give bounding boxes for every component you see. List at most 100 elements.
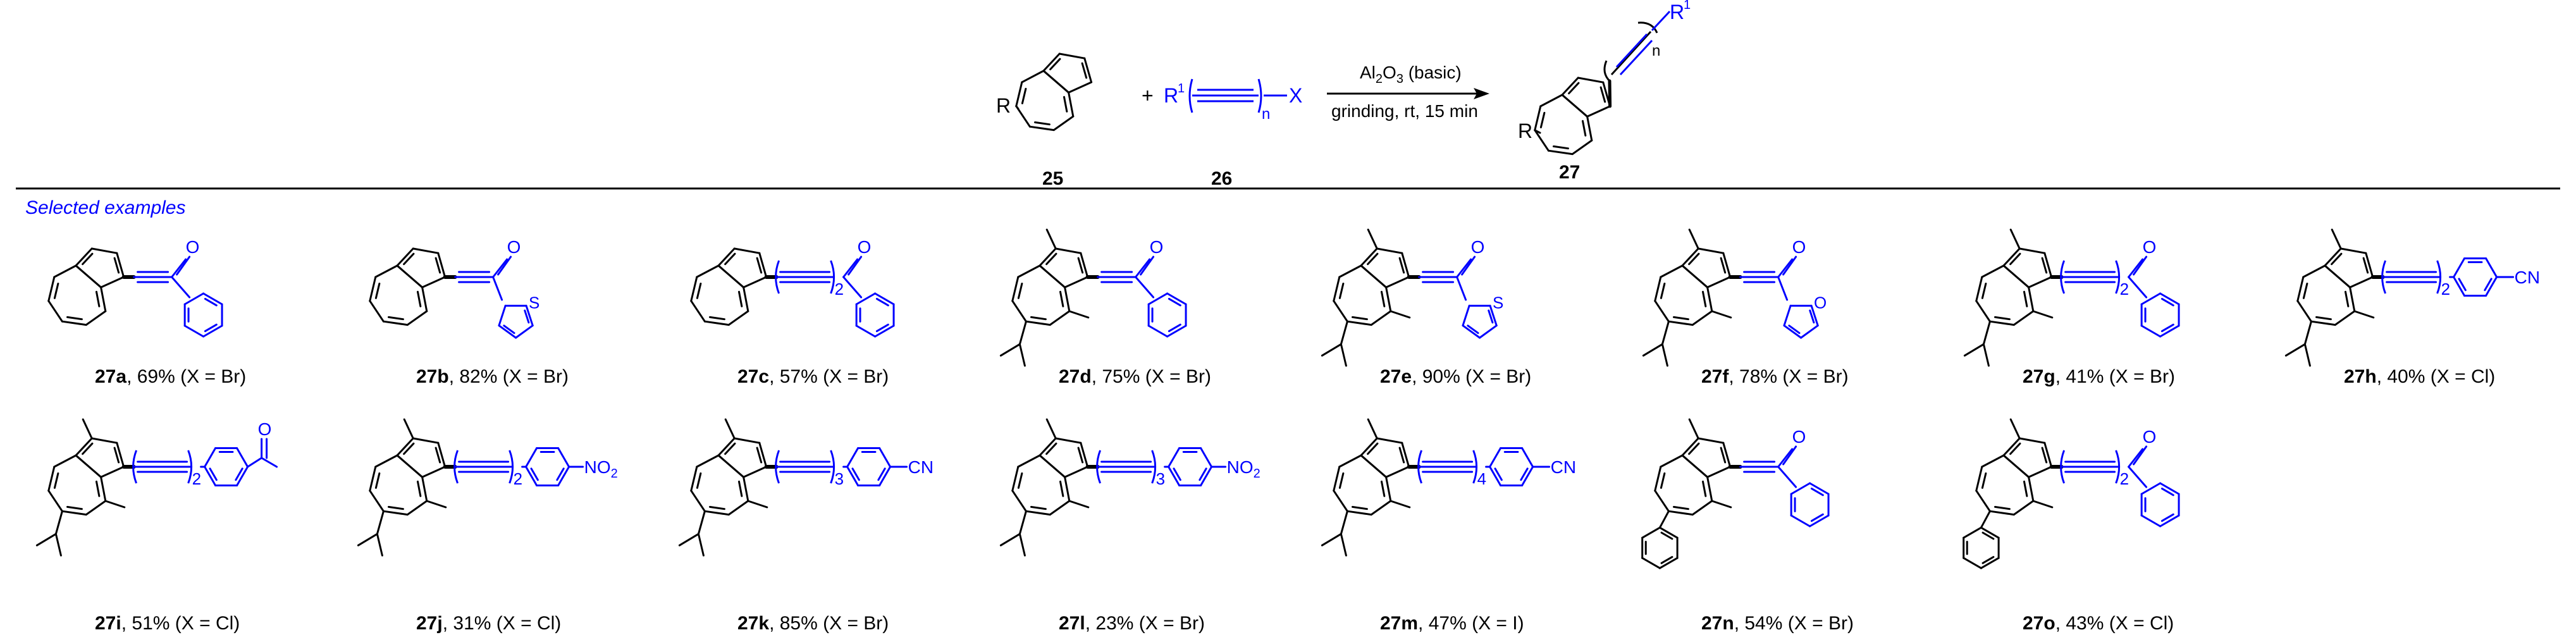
compound-number: 27m bbox=[1380, 613, 1418, 634]
example-caption: 27f, 78% (X = Br) bbox=[1701, 366, 1849, 387]
example-27k: 3 CN 27k, 85% (X = Br) bbox=[678, 418, 934, 634]
scheme-reactant-r-label: R bbox=[996, 94, 1011, 117]
yield-text: , 40% (X = Cl) bbox=[2377, 366, 2496, 387]
repeat-count-label: 4 bbox=[1477, 469, 1486, 488]
example-caption: 27e, 90% (X = Br) bbox=[1380, 366, 1531, 387]
example-caption: 27j, 31% (X = Cl) bbox=[416, 613, 561, 634]
yield-text: , 47% (X = I) bbox=[1418, 613, 1524, 634]
reagent-n-label: n bbox=[1262, 106, 1270, 123]
thiophene-sulfur-label: S bbox=[1493, 293, 1503, 312]
reagent-r-superscript: 1 bbox=[1178, 82, 1185, 96]
carbonyl-oxygen-label: O bbox=[1792, 237, 1806, 257]
scheme-product-alkyne: n R 1 bbox=[1603, 0, 1691, 82]
repeat-count-label: 2 bbox=[514, 469, 522, 488]
carbonyl-oxygen-label: O bbox=[1792, 427, 1806, 447]
section-title: Selected examples bbox=[25, 197, 185, 218]
example-27j: 2 NO2 27j, 31% (X = Cl) bbox=[357, 418, 618, 634]
example-caption: 27d, 75% (X = Br) bbox=[1059, 366, 1211, 387]
example-27c: 2 O 27c, 57% (X = Br) bbox=[690, 237, 895, 387]
repeat-count-label: 2 bbox=[2120, 280, 2129, 299]
cyano-label: CN bbox=[2515, 268, 2540, 287]
compound-number: 27j bbox=[416, 613, 443, 634]
example-caption: 27o, 43% (X = Cl) bbox=[2023, 613, 2174, 634]
repeat-count-label: 3 bbox=[835, 469, 844, 488]
yield-text: , 57% (X = Br) bbox=[769, 366, 889, 387]
repeat-count-label: 2 bbox=[835, 280, 844, 299]
compound-number: 27g bbox=[2023, 366, 2055, 387]
carbonyl-oxygen-label: O bbox=[1150, 237, 1164, 257]
compound-number: 27k bbox=[737, 613, 769, 634]
compound-number: 27l bbox=[1059, 613, 1085, 634]
carbonyl-oxygen-label: O bbox=[2143, 427, 2157, 447]
example-27n: O 27n, 54% (X = Br) bbox=[1641, 418, 1854, 634]
yield-text: , 23% (X = Br) bbox=[1085, 613, 1205, 634]
thiophene-sulfur-label: S bbox=[529, 293, 539, 312]
repeat-count-label: 2 bbox=[2120, 469, 2129, 488]
example-27b: O S 27b, 82% (X = Br) bbox=[369, 237, 569, 387]
yield-text: , 41% (X = Br) bbox=[2055, 366, 2175, 387]
acetyl-oxygen-label: O bbox=[258, 419, 272, 439]
scheme-product-number: 27 bbox=[1559, 162, 1580, 183]
scheme-condition-reagent: Al2O3 (basic) bbox=[1360, 63, 1462, 86]
compound-number: 27a bbox=[95, 366, 126, 387]
example-caption: 27g, 41% (X = Br) bbox=[2023, 366, 2175, 387]
example-caption: 27h, 40% (X = Cl) bbox=[2344, 366, 2495, 387]
compound-number: 27c bbox=[737, 366, 769, 387]
example-caption: 27l, 23% (X = Br) bbox=[1059, 613, 1205, 634]
compound-number: 27e bbox=[1380, 366, 1412, 387]
yield-text: , 75% (X = Br) bbox=[1092, 366, 1211, 387]
compound-number: 27d bbox=[1059, 366, 1092, 387]
scheme-alkyne-reagent: R 1 n X bbox=[1164, 78, 1302, 123]
compound-number: 27f bbox=[1701, 366, 1729, 387]
example-27l: 3 NO2 27l, 23% (X = Br) bbox=[999, 418, 1260, 634]
example-caption: 27a, 69% (X = Br) bbox=[95, 366, 246, 387]
example-27h: 2 CN 27h, 40% (X = Cl) bbox=[2284, 228, 2540, 387]
scheme-plus-sign: + bbox=[1142, 84, 1154, 107]
carbonyl-oxygen-label: O bbox=[507, 237, 521, 257]
yield-text: , 54% (X = Br) bbox=[1734, 613, 1854, 634]
yield-text: , 85% (X = Br) bbox=[769, 613, 889, 634]
nitro-label: NO2 bbox=[584, 457, 618, 481]
compound-number: 27i bbox=[95, 613, 121, 634]
yield-text: , 31% (X = Cl) bbox=[443, 613, 562, 634]
scheme-product-r-label: R bbox=[1518, 120, 1532, 142]
repeat-count-label: 2 bbox=[192, 469, 201, 488]
reagent-x-label: X bbox=[1289, 84, 1302, 107]
scheme-condition-text: grinding, rt, 15 min bbox=[1331, 101, 1478, 121]
reagent-r-label: R bbox=[1164, 84, 1178, 107]
example-caption: 27c, 57% (X = Br) bbox=[737, 366, 889, 387]
example-27m: 4 CN 27m, 47% (X = I) bbox=[1321, 418, 1576, 634]
yield-text: , 90% (X = Br) bbox=[1412, 366, 1531, 387]
repeat-count-label: 3 bbox=[1156, 469, 1165, 488]
product-r-superscript: 1 bbox=[1684, 0, 1691, 12]
product-r-label: R bbox=[1670, 1, 1684, 23]
example-caption: 27b, 82% (X = Br) bbox=[416, 366, 569, 387]
scheme-product-azulene bbox=[1534, 77, 1612, 156]
example-caption: 27k, 85% (X = Br) bbox=[737, 613, 889, 634]
yield-text: , 69% (X = Br) bbox=[126, 366, 246, 387]
yield-text: , 51% (X = Cl) bbox=[121, 613, 240, 634]
nitro-label: NO2 bbox=[1227, 457, 1260, 481]
example-27i: 2 O 27i, 51% (X = Cl) bbox=[35, 418, 278, 634]
furan-oxygen-label: O bbox=[1814, 293, 1827, 312]
carbonyl-oxygen-label: O bbox=[858, 237, 872, 257]
cyano-label: CN bbox=[908, 457, 934, 477]
example-27o: 2 O 27o, 43% (X = Cl) bbox=[1963, 418, 2180, 634]
cyano-label: CN bbox=[1551, 457, 1576, 477]
yield-text: , 78% (X = Br) bbox=[1729, 366, 1848, 387]
example-27a: O 27a, 69% (X = Br) bbox=[47, 237, 246, 387]
repeat-count-label: 2 bbox=[2441, 280, 2450, 299]
compound-number: 27h bbox=[2344, 366, 2377, 387]
compound-number: 27n bbox=[1701, 613, 1734, 634]
scheme-reactant-azulene bbox=[1015, 52, 1093, 132]
yield-text: , 43% (X = Cl) bbox=[2055, 613, 2174, 634]
scheme-reaction-arrow bbox=[1327, 88, 1489, 99]
scheme-reactant-2-number: 26 bbox=[1211, 168, 1232, 189]
carbonyl-oxygen-label: O bbox=[186, 237, 200, 257]
scheme-reactant-1-number: 25 bbox=[1042, 168, 1063, 189]
product-n-label: n bbox=[1652, 42, 1660, 59]
